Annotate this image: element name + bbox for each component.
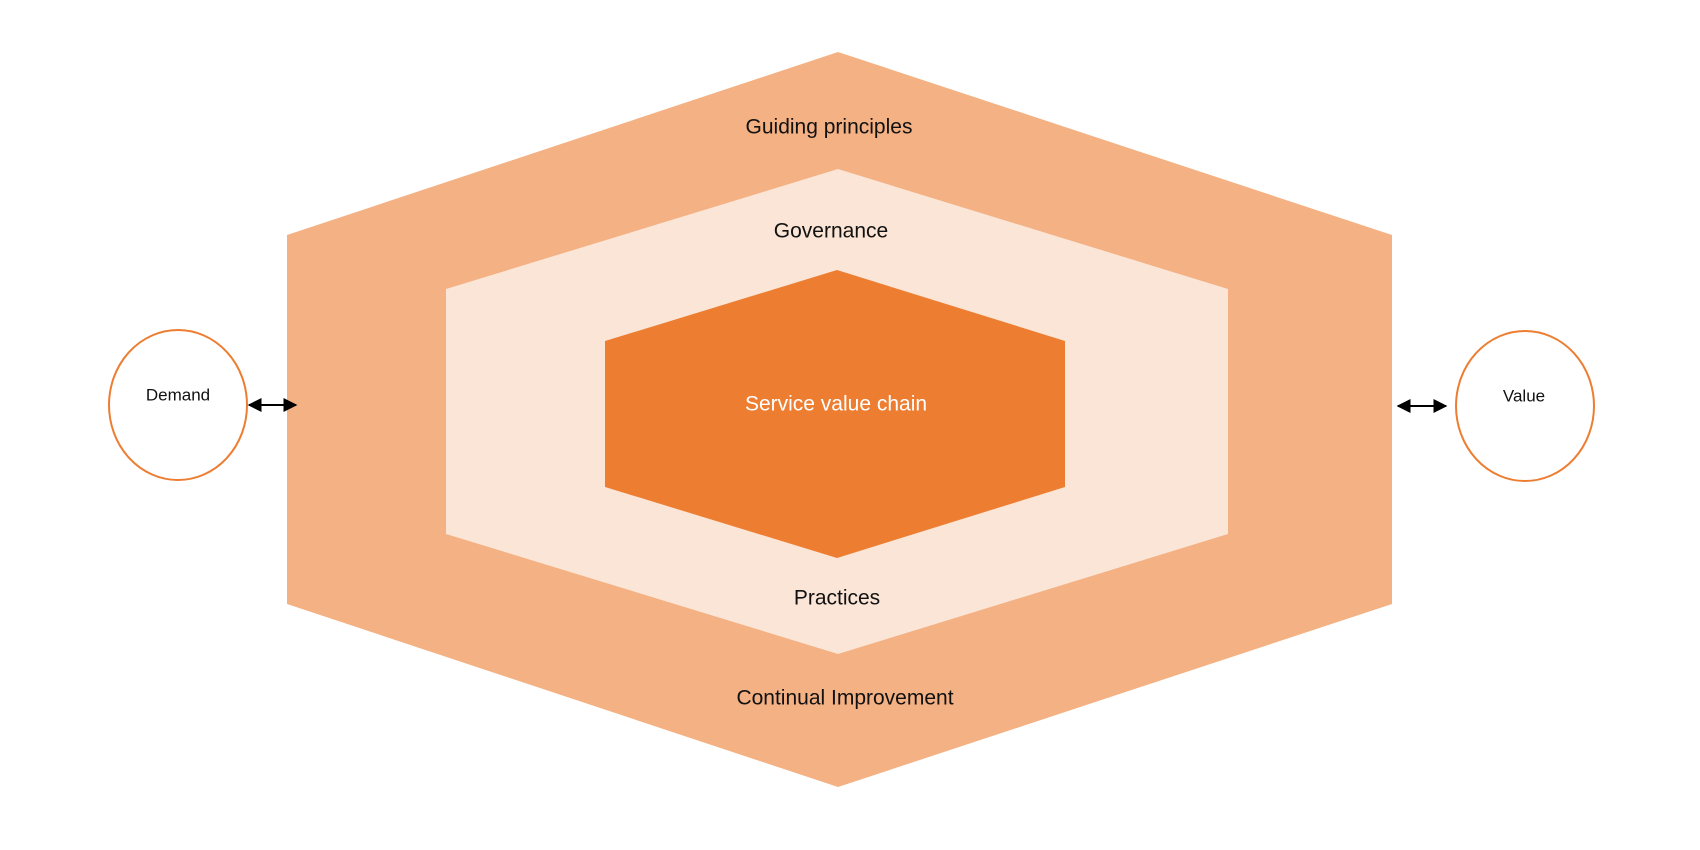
- core-hexagon: [605, 270, 1065, 558]
- continual-improvement-label: Continual Improvement: [736, 687, 953, 710]
- demand-label: Demand: [146, 385, 210, 404]
- service-value-chain-label: Service value chain: [745, 393, 927, 416]
- demand-circle: [108, 329, 248, 481]
- guiding-principles-label: Guiding principles: [746, 116, 913, 139]
- practices-label: Practices: [794, 587, 880, 610]
- value-circle: [1455, 330, 1595, 482]
- value-label: Value: [1503, 386, 1545, 405]
- governance-label: Governance: [774, 220, 888, 243]
